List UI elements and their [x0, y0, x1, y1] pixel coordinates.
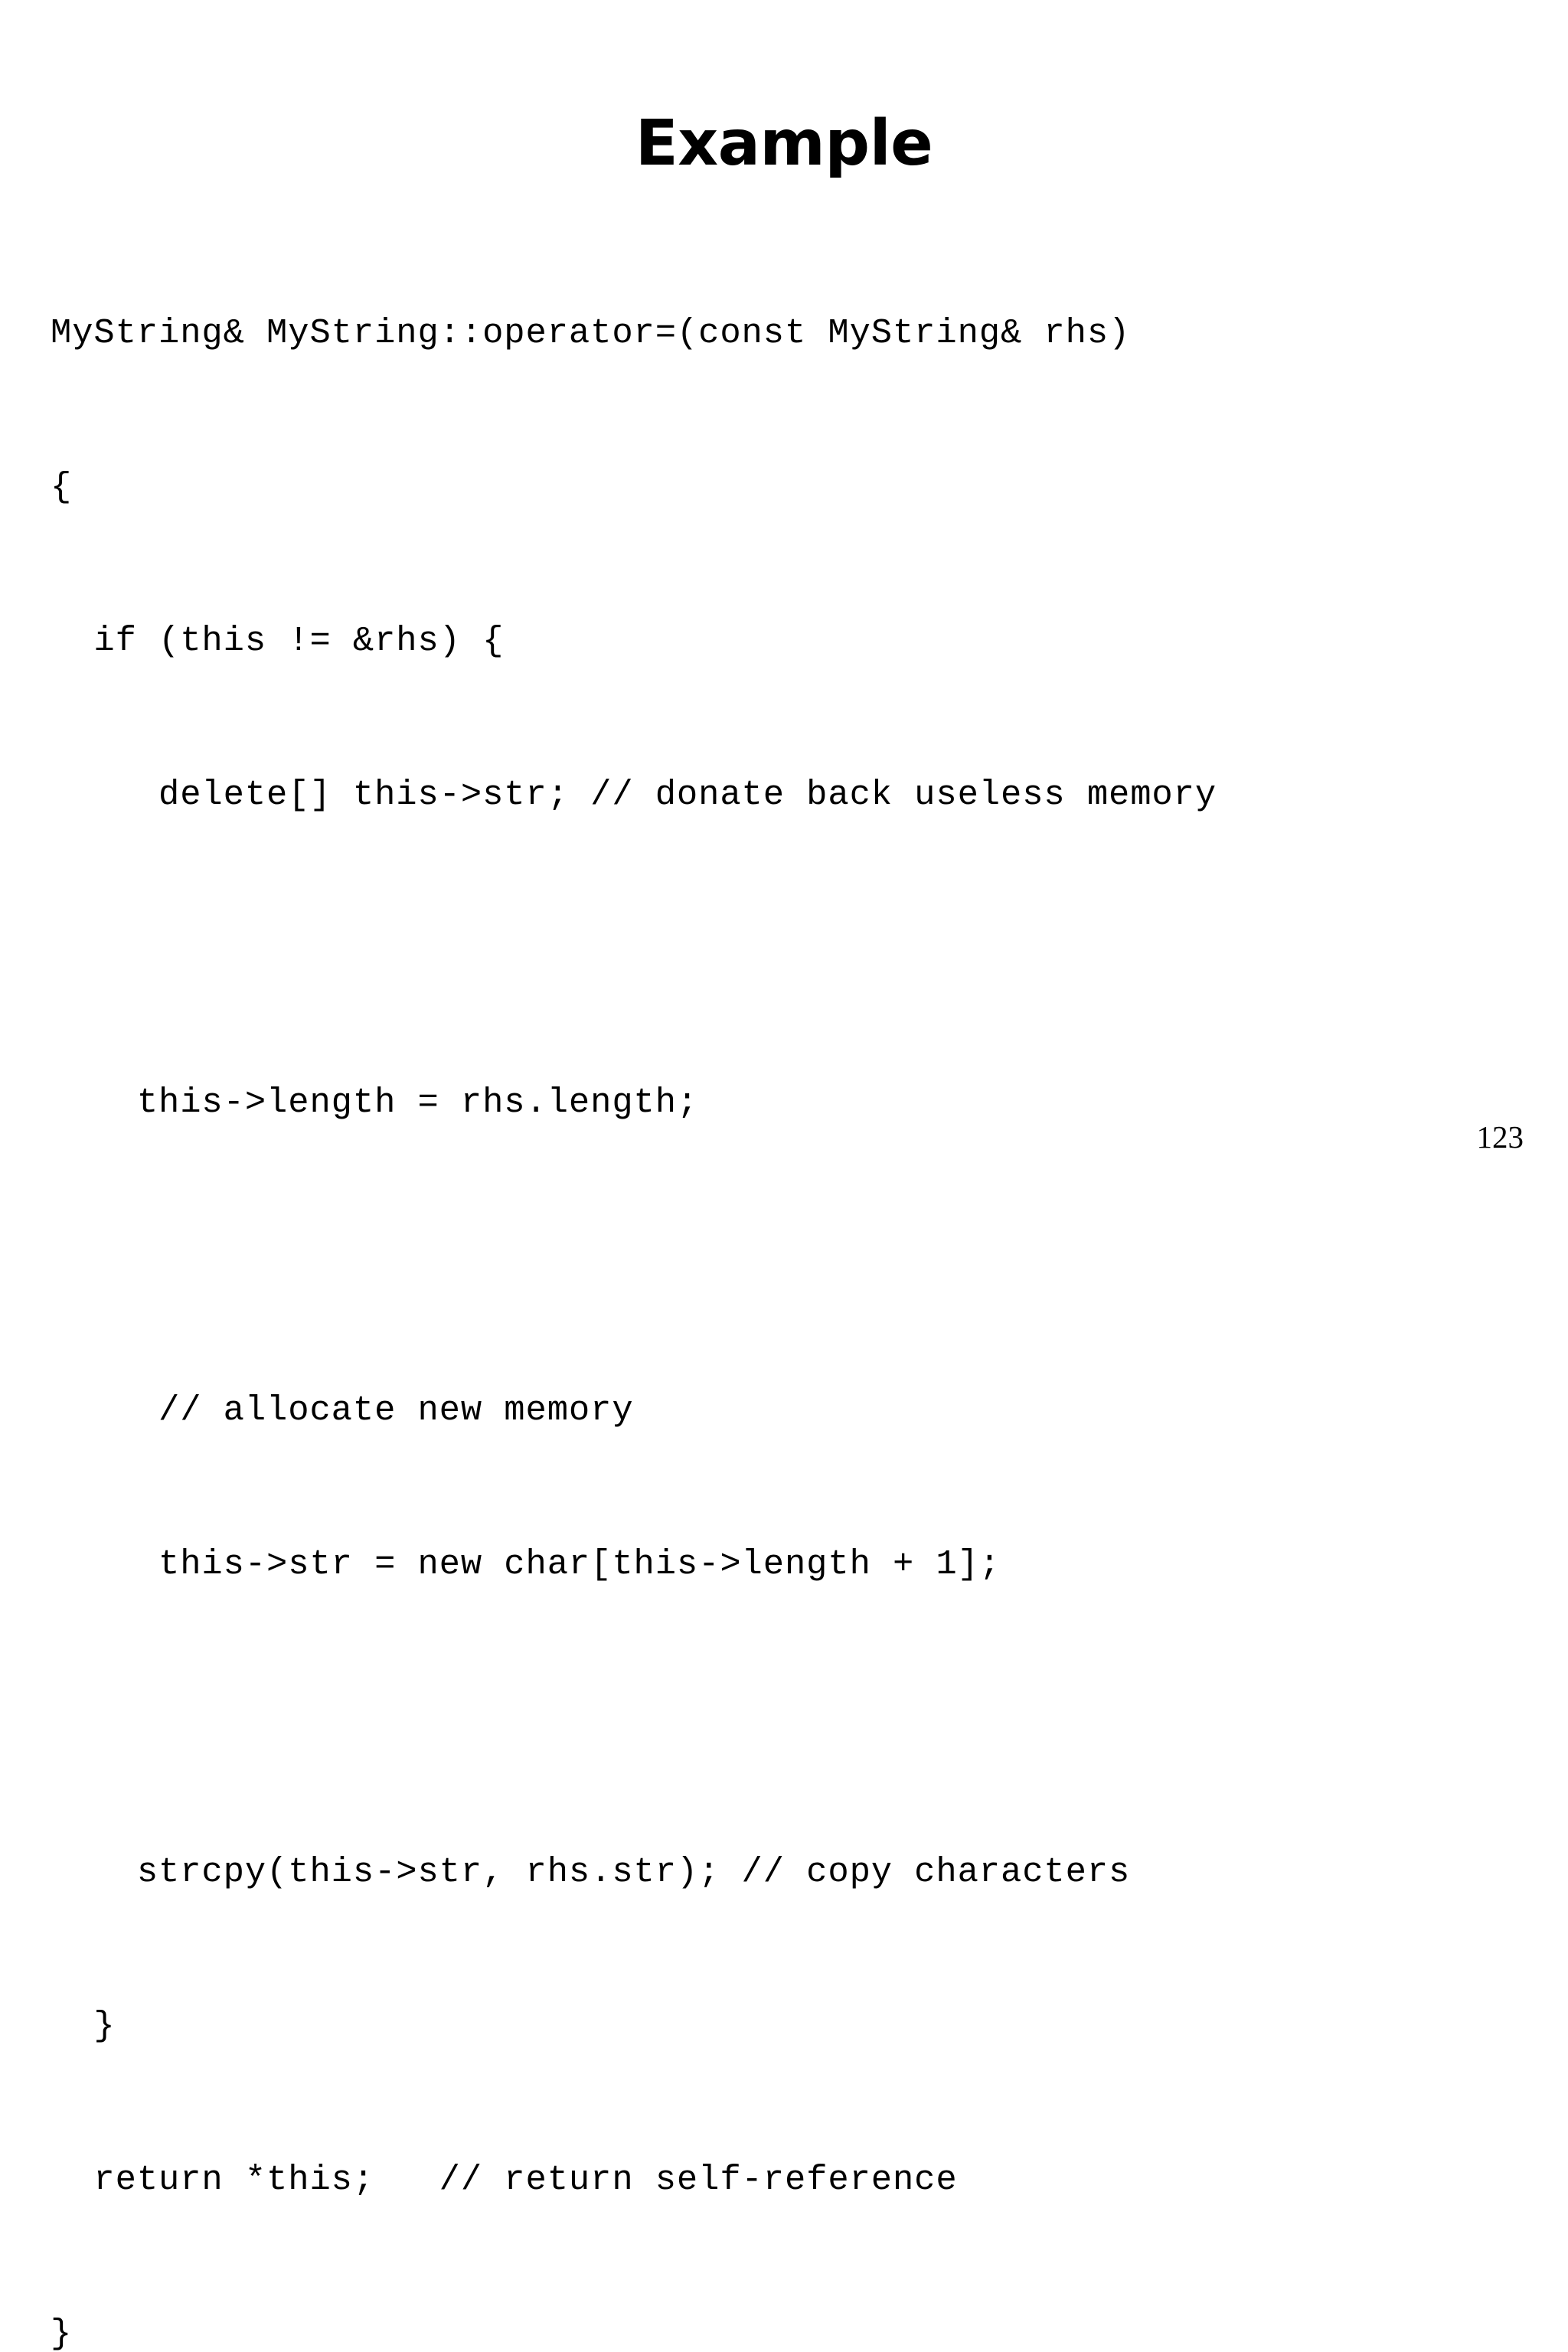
code-line: this->str = new char[this->length + 1];: [51, 1544, 1001, 1584]
code-line: }: [51, 2314, 73, 2352]
code-line: strcpy(this->str, rhs.str); // copy char…: [51, 1852, 1131, 1892]
code-line: }: [51, 2006, 116, 2046]
page-number: 123: [1476, 1119, 1524, 1155]
code-line: if (this != &rhs) {: [51, 621, 505, 661]
code-line: delete[] this->str; // donate back usele…: [51, 775, 1217, 815]
code-line-blank: [51, 923, 1536, 975]
code-block: MyString& MyString::operator=(const MySt…: [51, 205, 1536, 2352]
code-line: MyString& MyString::operator=(const MySt…: [51, 313, 1131, 353]
code-line: {: [51, 467, 73, 507]
code-line: this->length = rhs.length;: [51, 1083, 699, 1122]
code-line: return *this; // return self-reference: [51, 2160, 958, 2200]
code-line-blank: [51, 1231, 1536, 1282]
code-line: // allocate new memory: [51, 1390, 634, 1430]
code-line-blank: [51, 1693, 1536, 1744]
page-title: Example: [635, 106, 933, 180]
slide-canvas: Example MyString& MyString::operator=(co…: [51, 106, 1524, 2352]
